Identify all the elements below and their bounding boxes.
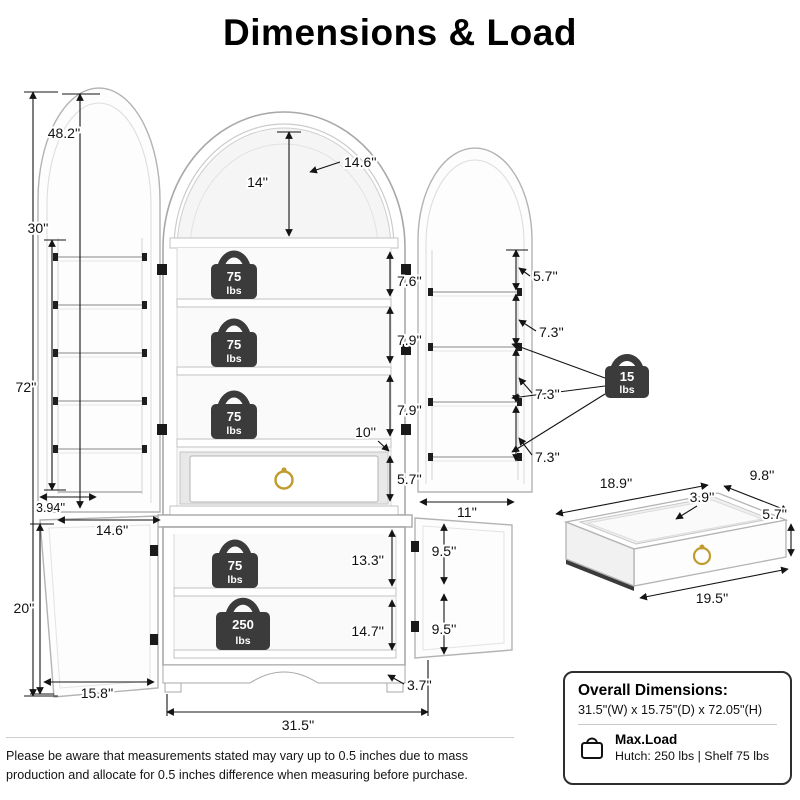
dimension-lines <box>24 91 795 716</box>
dim-total-height: 72'' <box>16 379 37 395</box>
dim-lower-height: 20'' <box>14 600 35 616</box>
right-foot <box>386 682 404 693</box>
weight-value: 75 <box>227 269 241 284</box>
dim-shelf-gap-2: 7.9'' <box>397 332 422 348</box>
weight-unit: lbs <box>226 353 241 365</box>
dim-arch-width: 14.6'' <box>344 154 377 170</box>
dim-drawer-depth: 9.8'' <box>750 467 775 483</box>
overall-dimensions-value: 31.5"(W) x 15.75"(D) x 72.05"(H) <box>578 703 763 717</box>
page-title: Dimensions & Load <box>223 12 577 53</box>
drawer-front <box>189 455 379 503</box>
dim-drawer-height-side: 5.7'' <box>762 506 787 522</box>
weight-unit: lbs <box>227 574 242 586</box>
hinges <box>150 264 419 645</box>
weight-value: 75 <box>228 558 242 573</box>
dim-lower-right-gap-1: 9.5'' <box>432 543 457 559</box>
weight-lower-shelf: 75 lbs <box>212 539 258 588</box>
dim-shelf-gap-3: 7.9'' <box>397 402 422 418</box>
shelf-board-1 <box>176 298 392 308</box>
dim-arch-height: 14'' <box>247 174 268 190</box>
weight-shelf1: 75 lbs <box>211 250 257 299</box>
weight-value: 15 <box>620 369 634 384</box>
weight-value: 75 <box>227 409 241 424</box>
dimension-labels: 48.2'' 30'' 72'' 14'' 14.6'' 7.6'' 7.9''… <box>12 123 789 735</box>
disclaimer-text: Please be aware that measurements stated… <box>6 737 514 785</box>
drawer-detail-ring-pull <box>692 546 712 566</box>
dim-shelf-gap-1: 7.6'' <box>397 273 422 289</box>
dim-shelf-depth: 10'' <box>355 424 376 440</box>
shelf-board-2 <box>176 366 392 376</box>
overall-dimensions-heading: Overall Dimensions: <box>578 682 728 699</box>
dim-door-left-height: 48.2'' <box>48 125 81 141</box>
upper-left-door <box>37 87 161 513</box>
weight-shelf3: 75 lbs <box>211 390 257 439</box>
drawer-ring-pull <box>274 470 294 490</box>
upper-cabinet <box>162 111 406 516</box>
dim-lower-shelf-gap-1: 13.3'' <box>351 552 384 568</box>
lower-left-door <box>39 515 159 698</box>
lower-shelf-board <box>173 587 397 597</box>
info-box-divider <box>578 724 777 725</box>
dim-drawer-front-width: 19.5'' <box>696 590 729 606</box>
weight-shelf2: 75 lbs <box>211 318 257 367</box>
dim-door-left-shelf-col: 30'' <box>28 220 49 236</box>
weight-unit: lbs <box>226 285 241 297</box>
dim-door-right-gap-1: 5.7'' <box>533 268 558 284</box>
weight-bottom: 250 lbs <box>216 597 270 650</box>
overall-dimensions-box: Overall Dimensions: 31.5"(W) x 15.75"(D)… <box>563 671 792 785</box>
weight-value: 75 <box>227 337 241 352</box>
weight-value: 250 <box>232 617 254 632</box>
upper-right-door <box>417 147 533 493</box>
dim-drawer-top-width: 18.9'' <box>600 475 633 491</box>
base-apron <box>162 664 406 684</box>
dim-door-shelf-depth: 3.94'' <box>36 501 65 515</box>
dim-lower-door-width: 15.8'' <box>81 685 114 701</box>
weight-door-shelves: 15 lbs <box>605 354 649 398</box>
lower-floor-board <box>173 649 397 659</box>
lower-cabinet <box>157 514 413 693</box>
dim-door-right-width: 11'' <box>457 504 477 520</box>
dim-door-right-gap-2: 7.3'' <box>539 324 564 340</box>
max-load-value: Hutch: 250 lbs | Shelf 75 lbs <box>615 749 770 763</box>
dim-drawer-height: 5.7'' <box>397 471 422 487</box>
max-load-row: Max.Load Hutch: 250 lbs | Shelf 75 lbs <box>578 732 777 763</box>
dim-door-right-gap-3: 7.3'' <box>535 386 560 402</box>
dim-lower-right-gap-2: 9.5'' <box>432 621 457 637</box>
dim-base-height: 3.7'' <box>407 677 432 693</box>
lower-right-door <box>414 517 513 659</box>
dim-door-right-gap-4: 7.3'' <box>535 449 560 465</box>
max-load-label: Max.Load <box>615 732 678 747</box>
dim-door-left-width: 14.6'' <box>96 522 129 538</box>
dim-lower-shelf-gap-2: 14.7'' <box>351 623 384 639</box>
weight-unit: lbs <box>619 384 634 396</box>
weight-unit: lbs <box>226 425 241 437</box>
dim-total-width: 31.5'' <box>282 717 315 733</box>
dim-drawer-front-lip: 3.9'' <box>690 489 715 505</box>
left-foot <box>164 682 182 693</box>
weight-icon <box>581 737 603 759</box>
shelf-board-3 <box>176 438 392 448</box>
weight-unit: lbs <box>235 635 250 647</box>
